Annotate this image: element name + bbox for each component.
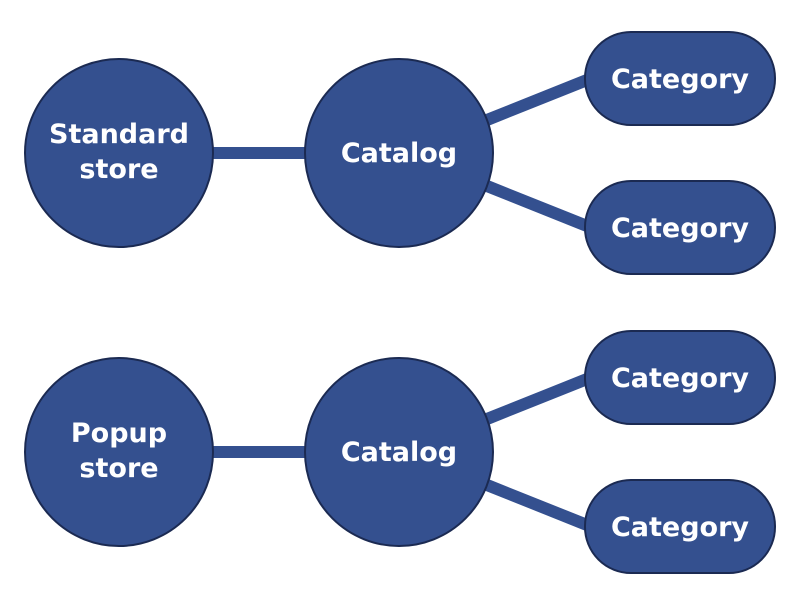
catalog-label: Catalog [341, 437, 457, 468]
edge-catalog-to-category-top [484, 72, 595, 126]
catalog-label: Catalog [341, 138, 457, 169]
category-node [584, 180, 776, 275]
catalog-node [304, 58, 494, 248]
catalog-node [304, 357, 494, 547]
category-label: Category [611, 64, 749, 95]
category-node [584, 479, 776, 574]
store-node [24, 58, 214, 248]
category-label: Category [611, 363, 749, 394]
group-standard-store: Standard store Catalog Category Category [24, 31, 776, 275]
group-popup-store: Popup store Catalog Category Category [24, 330, 776, 574]
store-node [24, 357, 214, 547]
category-label: Category [611, 213, 749, 244]
edge-catalog-to-category-bottom [484, 180, 595, 234]
store-label-line1: Popup [71, 418, 167, 449]
category-label: Category [611, 512, 749, 543]
edge-catalog-to-category-bottom [484, 479, 595, 533]
store-label-line2: store [79, 154, 158, 185]
store-label-line2: store [79, 453, 158, 484]
edge-catalog-to-category-top [484, 371, 595, 425]
category-node [584, 31, 776, 126]
store-label-line1: Standard [49, 119, 189, 150]
category-node [584, 330, 776, 425]
